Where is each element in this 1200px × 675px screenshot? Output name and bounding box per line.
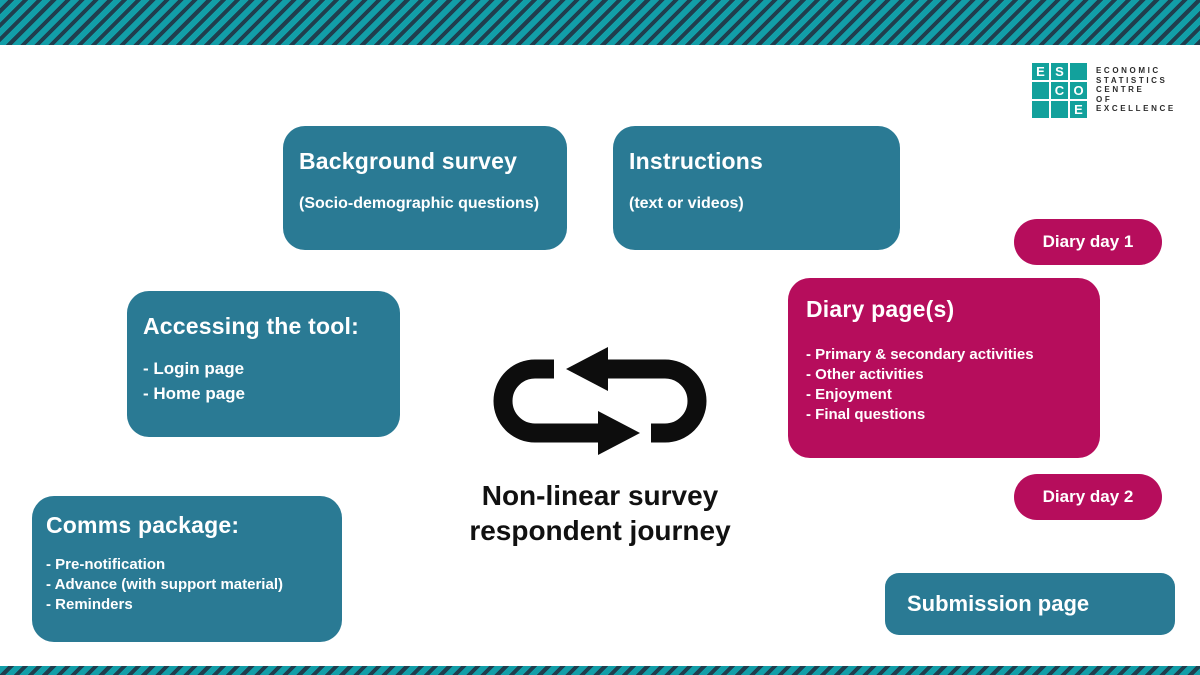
diagram-title-line1: Non-linear survey — [481, 480, 719, 511]
logo-cell: O — [1070, 82, 1087, 99]
logo-cell — [1032, 101, 1049, 118]
logo-cell: E — [1032, 63, 1049, 80]
logo-cell: S — [1051, 63, 1068, 80]
cycle-arrows-icon — [493, 347, 707, 455]
box-title: Comms package: — [46, 512, 240, 538]
logo-cell: C — [1051, 82, 1068, 99]
box-subtitle: (Socio-demographic questions) — [299, 195, 540, 212]
logo-line: STATISTICS — [1096, 75, 1168, 85]
diary-day-2-pill: Diary day 2 — [1014, 474, 1162, 520]
list-item: - Other activities — [806, 366, 924, 383]
logo-cell — [1051, 101, 1068, 118]
list-item: - Pre-notification — [46, 556, 166, 573]
logo-line: OF — [1096, 94, 1113, 104]
logo-cell — [1070, 63, 1087, 80]
bottom-stripe-band — [0, 666, 1200, 675]
comms-package-box: Comms package: - Pre-notification - Adva… — [32, 496, 342, 642]
list-item: - Home page — [143, 384, 246, 403]
background-survey-box: Background survey (Socio-demographic que… — [283, 126, 567, 250]
pill-label: Diary day 1 — [1042, 232, 1134, 251]
box-title: Submission page — [907, 591, 1090, 616]
logo-line: CENTRE — [1096, 85, 1145, 95]
box-title: Instructions — [629, 148, 764, 174]
list-item: - Advance (with support material) — [46, 576, 283, 593]
box-title: Accessing the tool: — [143, 313, 359, 339]
escoe-logo-grid-icon: E S C O E — [1032, 63, 1087, 118]
accessing-tool-box: Accessing the tool: - Login page - Home … — [127, 291, 400, 437]
list-item: - Login page — [143, 359, 245, 378]
diary-day-1-pill: Diary day 1 — [1014, 219, 1162, 265]
logo-cell — [1032, 82, 1049, 99]
top-stripe-band — [0, 0, 1200, 45]
escoe-logo: E S C O E ECONOMIC STATISTICS CENTRE OF … — [1032, 63, 1176, 118]
pill-label: Diary day 2 — [1042, 487, 1134, 506]
diary-pages-box: Diary page(s) - Primary & secondary acti… — [788, 278, 1100, 458]
list-item: - Final questions — [806, 406, 926, 423]
logo-line: EXCELLENCE — [1096, 104, 1176, 114]
instructions-box: Instructions (text or videos) — [613, 126, 900, 250]
escoe-logo-wordmark: ECONOMIC STATISTICS CENTRE OF EXCELLENCE — [1096, 63, 1176, 118]
list-item: - Reminders — [46, 596, 133, 613]
box-title: Diary page(s) — [806, 296, 955, 322]
logo-line: ECONOMIC — [1096, 66, 1161, 75]
submission-page-box: Submission page — [885, 573, 1175, 635]
diagram-title-line2: respondent journey — [469, 515, 731, 546]
box-subtitle: (text or videos) — [629, 195, 744, 212]
diagram-title: Non-linear survey respondent journey — [390, 478, 810, 548]
list-item: - Enjoyment — [806, 386, 892, 403]
list-item: - Primary & secondary activities — [806, 346, 1034, 363]
box-title: Background survey — [299, 148, 518, 174]
logo-cell: E — [1070, 101, 1087, 118]
